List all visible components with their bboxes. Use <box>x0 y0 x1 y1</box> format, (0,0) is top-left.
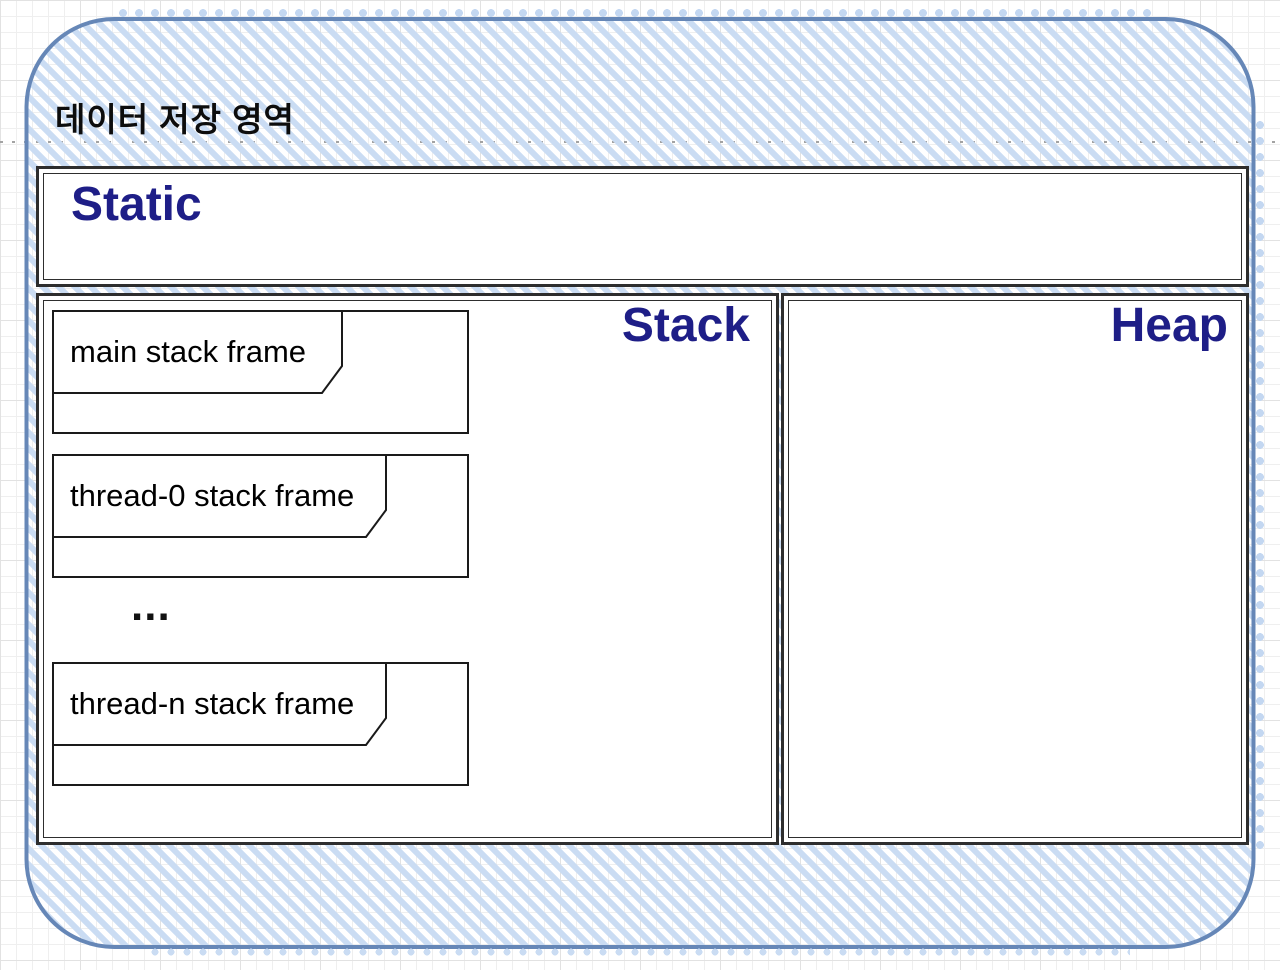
heap-region-box <box>781 293 1249 845</box>
heap-region-title: Heap <box>1110 299 1228 352</box>
note-shape <box>52 662 469 786</box>
thread-n-stack-frame-note: thread-n stack frame <box>52 662 469 786</box>
frame-label: main stack frame <box>70 334 307 369</box>
note-shape <box>52 454 469 578</box>
stack-frames-ellipsis: ... <box>131 581 171 630</box>
static-region-box <box>36 166 1249 287</box>
thread-0-stack-frame-note: thread-0 stack frame <box>52 454 469 578</box>
page-guide-dashed-line <box>0 141 1280 143</box>
stack-region-title: Stack <box>621 299 750 352</box>
frame-label: thread-n stack frame <box>70 686 355 721</box>
data-storage-area-label: 데이터 저장 영역 <box>55 101 295 138</box>
static-region-title: Static <box>71 178 202 231</box>
container-border <box>24 17 1256 949</box>
main-stack-frame-note: main stack frame <box>52 310 469 434</box>
frame-label: thread-0 stack frame <box>70 478 355 513</box>
note-shape <box>52 310 469 434</box>
